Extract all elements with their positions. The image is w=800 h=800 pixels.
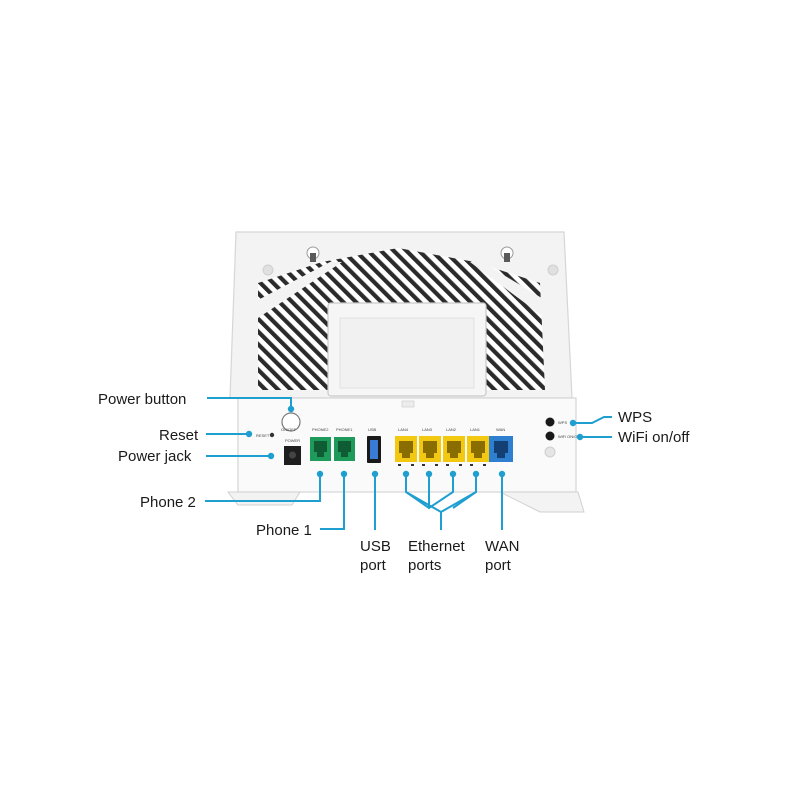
vent-separators <box>258 262 545 318</box>
ethernet-port-lan3[interactable] <box>419 436 441 462</box>
panel-mark-phone2: PHONE2 <box>312 427 329 432</box>
phone-1-port[interactable] <box>334 437 355 461</box>
panel-mark-power: POWER <box>285 438 300 443</box>
label-power-button: Power button <box>98 391 186 408</box>
leader-lines <box>205 397 612 530</box>
panel-mark-lan3: LAN3 <box>422 427 433 432</box>
label-wps: WPS <box>618 409 652 426</box>
label-usb-line1: USB <box>360 538 391 555</box>
panel-mark-wps: WPS <box>558 420 567 425</box>
panel-mark-lan2: LAN2 <box>446 427 457 432</box>
power-button[interactable] <box>281 412 301 432</box>
phone-2-port[interactable] <box>310 437 331 461</box>
usb-port[interactable] <box>367 436 381 463</box>
label-wan-line1: WAN <box>485 538 519 555</box>
panel-mark-lan1: LAN1 <box>470 427 481 432</box>
panel-mark-usb: USB <box>368 427 377 432</box>
panel-mark-phone1: PHONE1 <box>336 427 353 432</box>
panel-mark-reset: RESET <box>256 433 270 438</box>
label-ethernet-line1: Ethernet <box>408 538 466 555</box>
wps-button[interactable] <box>545 417 555 427</box>
ethernet-port-lan2[interactable] <box>443 436 465 462</box>
ethernet-port-lan4[interactable] <box>395 436 417 462</box>
label-phone-2: Phone 2 <box>140 494 196 511</box>
label-reset: Reset <box>159 427 199 444</box>
power-jack[interactable] <box>284 446 301 465</box>
panel-mark-wan: WAN <box>496 427 505 432</box>
label-ethernet-line2: ports <box>408 557 441 574</box>
label-phone-1: Phone 1 <box>256 522 312 539</box>
label-wan-line2: port <box>485 557 512 574</box>
panel-mark-lan4: LAN4 <box>398 427 409 432</box>
panel-mark-wifi: WiFi ON/OFF <box>558 434 583 439</box>
wall-mount-hole-right <box>500 246 514 262</box>
ethernet-port-lan1[interactable] <box>467 436 489 462</box>
label-wifi: WiFi on/off <box>618 429 690 446</box>
reset-hole[interactable] <box>269 432 275 438</box>
wan-port[interactable] <box>489 436 513 462</box>
label-power-jack: Power jack <box>118 448 192 465</box>
wifi-button[interactable] <box>545 431 555 441</box>
panel-mark-onoff: ON/OFF <box>281 427 297 432</box>
wall-mount-hole-left <box>306 246 320 262</box>
label-usb-line2: port <box>360 557 387 574</box>
ethernet-led-row <box>398 464 486 466</box>
router-body <box>229 231 573 399</box>
